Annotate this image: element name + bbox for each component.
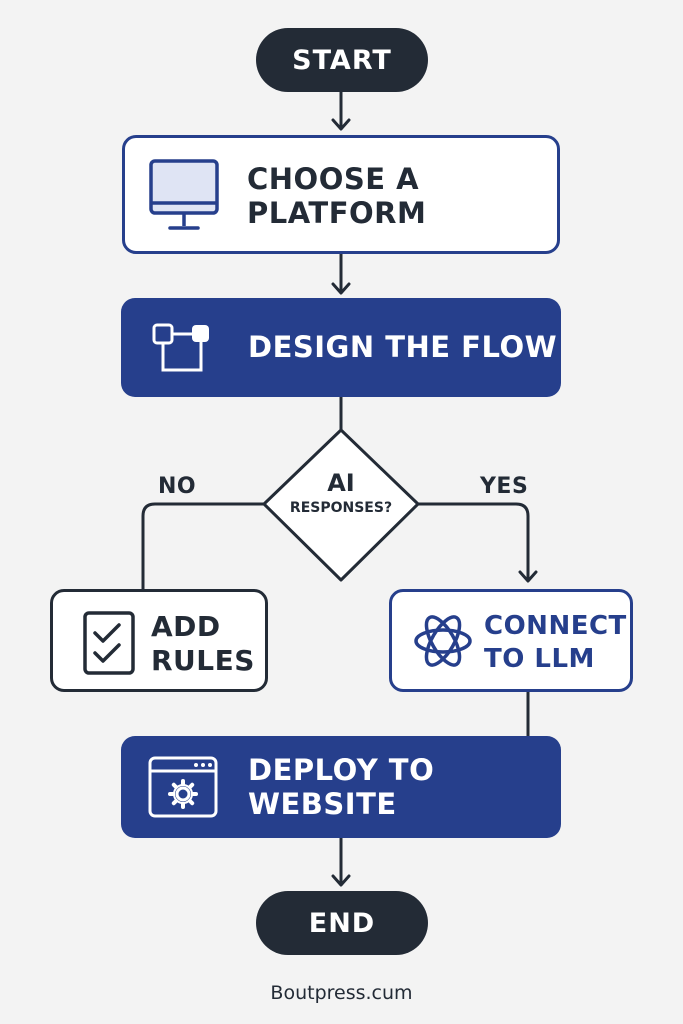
design-flow-label: DESIGN THE FLOW [248,330,558,364]
choose-platform-label: CHOOSE A PLATFORM [247,162,427,230]
add-rules-label: ADD RULES [151,610,255,677]
choose-platform-node: CHOOSE A PLATFORM [122,135,560,254]
line-decision-no [141,502,264,591]
connect-llm-label: CONNECT TO LLM [484,611,627,674]
branch-no-label: NO [158,474,197,499]
decision-text: AI RESPONSES? [264,468,418,518]
add-rules-node: ADD RULES [50,589,268,692]
llm-knot-icon [414,615,472,667]
decision-line-ai: AI [327,469,355,497]
design-flow-node: DESIGN THE FLOW [121,298,561,397]
checklist-icon [83,611,135,675]
decision-diamond [262,428,420,582]
branch-yes-label: YES [480,474,529,499]
start-node: START [256,28,428,92]
end-node: END [256,891,428,955]
start-label: START [292,44,392,76]
monitor-icon [149,159,219,230]
decision-line-responses: RESPONSES? [289,500,393,516]
end-label: END [308,907,376,939]
line-decision-yes [418,502,530,580]
deploy-node: DEPLOY TO WEBSITE [121,736,561,838]
browser-gear-icon [148,756,218,818]
deploy-label: DEPLOY TO WEBSITE [248,753,435,821]
connect-llm-node: CONNECT TO LLM [389,589,633,692]
footer-website: Boutpress.cum [270,982,413,1004]
flow-diagram-icon [152,323,209,372]
